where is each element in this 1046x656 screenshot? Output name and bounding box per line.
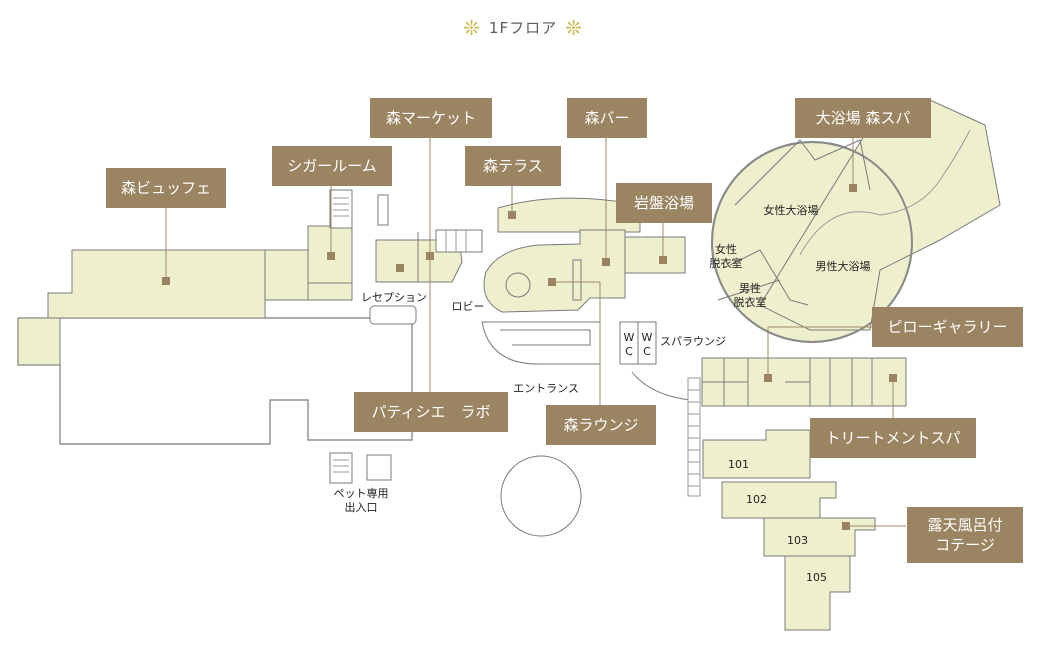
stairs-cigar	[329, 189, 353, 229]
lower-building-outline	[17, 317, 413, 445]
marker-market	[426, 252, 434, 260]
marker-treatment	[889, 374, 897, 382]
label-mori-lounge[interactable]: 森ラウンジ	[546, 405, 656, 445]
label-mori-terrace[interactable]: 森テラス	[465, 146, 561, 186]
label-patissier-lab[interactable]: パティシエ ラボ	[354, 392, 508, 432]
room-105-label: 105	[806, 571, 827, 584]
area-spa-lounge: スパラウンジ	[660, 335, 726, 348]
room-103-label: 103	[787, 534, 808, 547]
sparkle-left-icon: ❊	[463, 16, 481, 40]
marker-patissier	[396, 264, 404, 272]
buffet-area	[47, 225, 353, 319]
room-101-label: 101	[728, 458, 749, 471]
area-pet-entrance: ペット専用 出入口	[333, 487, 389, 514]
label-mori-market[interactable]: 森マーケット	[370, 98, 492, 138]
label-roten-cottage[interactable]: 露天風呂付 コテージ	[907, 507, 1023, 563]
floor-title-text: 1Fフロア	[488, 19, 558, 37]
label-pillow-gallery[interactable]: ピローギャラリー	[872, 307, 1023, 347]
bar-round-table	[505, 272, 531, 298]
area-lobby: ロビー	[451, 300, 485, 313]
floor-title: ❊ 1Fフロア ❊	[0, 16, 1046, 40]
area-wc-1: W C	[623, 331, 635, 358]
ganban-area	[624, 236, 686, 274]
reception-desk	[369, 305, 417, 325]
room-103	[763, 517, 876, 557]
marker-spa	[849, 184, 857, 192]
marker-terrace	[508, 211, 516, 219]
label-treatment-spa[interactable]: トリートメントスパ	[810, 418, 976, 458]
buffet-left-block	[17, 317, 61, 366]
round-pond	[500, 455, 582, 537]
bar-area	[483, 229, 626, 313]
marker-lounge	[548, 278, 556, 286]
label-daiyokujo[interactable]: 大浴場 森スパ	[795, 98, 931, 138]
label-mori-bar[interactable]: 森バー	[567, 98, 647, 138]
area-wc-2: W C	[641, 331, 653, 358]
area-entrance: エントランス	[513, 382, 579, 395]
marker-gallery	[764, 374, 772, 382]
area-women-dressing: 女性 脱衣室	[709, 243, 743, 270]
marker-cigar	[327, 252, 335, 260]
area-men-bath: 男性大浴場	[815, 260, 871, 273]
marker-buffet	[162, 277, 170, 285]
area-women-bath: 女性大浴場	[763, 204, 819, 217]
room-101	[702, 429, 811, 479]
room-102	[721, 481, 837, 519]
marker-bar	[602, 258, 610, 266]
room-105	[784, 555, 851, 631]
label-cigar-room[interactable]: シガールーム	[272, 146, 392, 186]
area-reception: レセプション	[361, 291, 427, 304]
label-mori-buffet[interactable]: 森ビュッフェ	[106, 168, 226, 208]
room-102-label: 102	[746, 493, 767, 506]
stairs-pet	[329, 452, 353, 484]
marker-cottage	[842, 522, 850, 530]
area-men-dressing: 男性 脱衣室	[733, 282, 767, 309]
entrance-arc	[631, 371, 691, 401]
label-ganban[interactable]: 岩盤浴場	[616, 183, 712, 223]
sparkle-right-icon: ❊	[565, 16, 583, 40]
stairs-lobby	[435, 229, 483, 253]
marker-ganban	[659, 256, 667, 264]
lobby-corridor	[481, 321, 601, 365]
